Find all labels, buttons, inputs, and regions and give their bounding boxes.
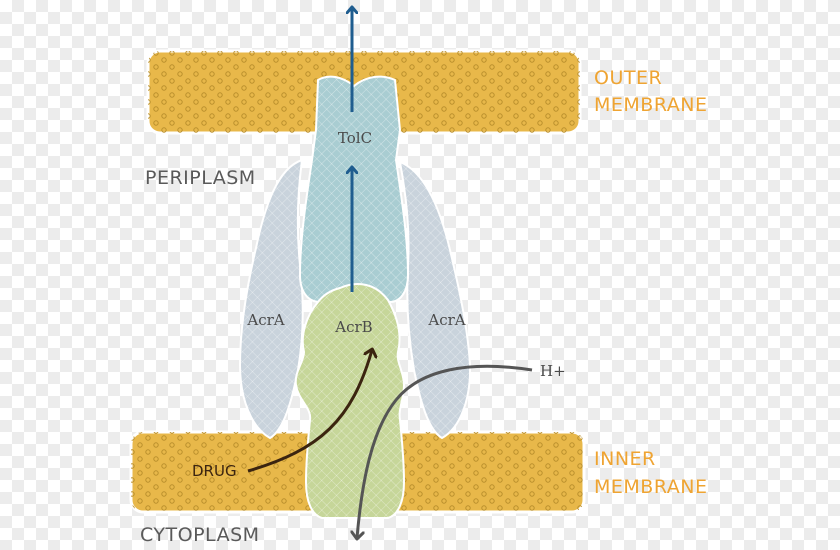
periplasm-label: PERIPLASM xyxy=(145,167,256,189)
tolc-shape xyxy=(298,75,410,303)
proton-arrow xyxy=(357,364,533,538)
acra-right-label: AcrA xyxy=(427,311,465,329)
acra-left-shape xyxy=(238,158,304,440)
drug-label: DRUG xyxy=(192,462,237,480)
acrb-label: AcrB xyxy=(334,318,372,336)
outer-membrane-label-line2: MEMBRANE xyxy=(594,94,707,116)
tolc-label: TolC xyxy=(338,129,372,147)
outer-membrane-label: OUTER MEMBRANE xyxy=(594,67,707,116)
outer-membrane-label-line1: OUTER xyxy=(594,67,662,89)
inner-membrane-label-line1: INNER xyxy=(594,448,656,470)
proton-label: H+ xyxy=(540,362,566,380)
drug-arrow xyxy=(247,350,372,473)
acra-left-label: AcrA xyxy=(246,311,284,329)
cytoplasm-label: CYTOPLASM xyxy=(140,524,260,546)
inner-membrane-label: INNER MEMBRANE xyxy=(594,448,707,498)
inner-membrane-label-line2: MEMBRANE xyxy=(594,476,707,498)
acra-right-shape xyxy=(398,160,472,440)
